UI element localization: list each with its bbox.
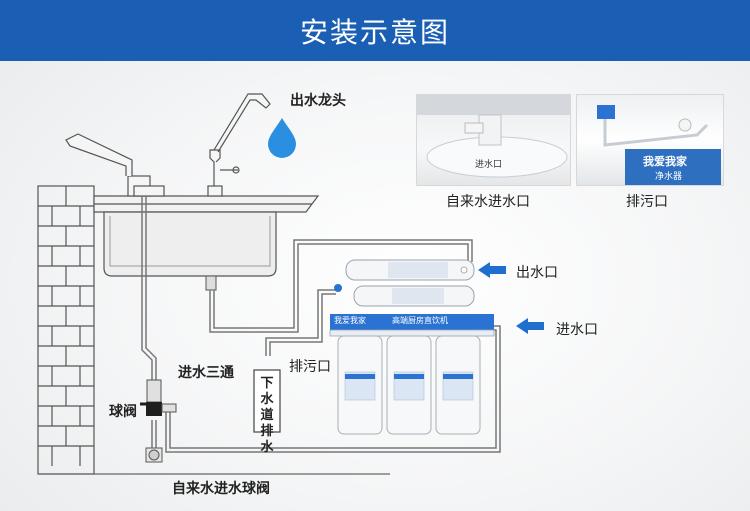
inlet-photo-art	[417, 95, 570, 178]
drain-photo-art	[597, 105, 721, 185]
purifier-model-label: 高端厨房直饮机	[392, 316, 448, 325]
inlet-label: 进水口	[556, 322, 598, 338]
inlet-arrow-icon	[516, 318, 544, 334]
tap-ball-valve	[145, 447, 163, 463]
drain-photo-caption: 排污口	[626, 194, 668, 210]
drain-photo: 我爱我家 净水器	[576, 94, 724, 186]
brick-wall	[37, 185, 95, 475]
tap-ball-valve-label: 自来水进水球阀	[172, 481, 270, 497]
outlet-label: 出水口	[516, 265, 558, 281]
outlet-arrow-icon	[478, 262, 506, 278]
drain-photo-sub: 净水器	[655, 172, 683, 182]
ball-valve-label: 球阀	[109, 404, 137, 420]
water-drop-icon	[268, 118, 296, 158]
inlet-photo-tag: 进水口	[475, 160, 503, 170]
drain-outlet-label: 排污口	[289, 359, 331, 375]
header-bar: 安装示意图	[0, 0, 750, 61]
sink-basin	[103, 211, 277, 277]
water-purifier	[329, 259, 495, 435]
purifier-brand-label: 我爱我家	[334, 316, 366, 325]
sink-inner	[109, 216, 271, 267]
kitchen-faucet	[65, 133, 165, 197]
inlet-photo-caption: 自来水进水口	[446, 194, 530, 210]
sewer-drain-box	[253, 369, 281, 433]
purified-water-faucet	[207, 93, 271, 197]
page-title: 安装示意图	[299, 15, 450, 49]
sink-drain	[205, 275, 217, 291]
inlet-tee-valve	[140, 379, 177, 416]
inlet-photo: 进水口	[416, 94, 571, 186]
drain-photo-brand: 我爱我家	[643, 155, 687, 168]
countertop	[93, 195, 320, 213]
faucet-label: 出水龙头	[290, 93, 346, 109]
inlet-tee-label: 进水三通	[178, 365, 234, 381]
sewer-drain-label: 下水道排水	[260, 376, 274, 455]
